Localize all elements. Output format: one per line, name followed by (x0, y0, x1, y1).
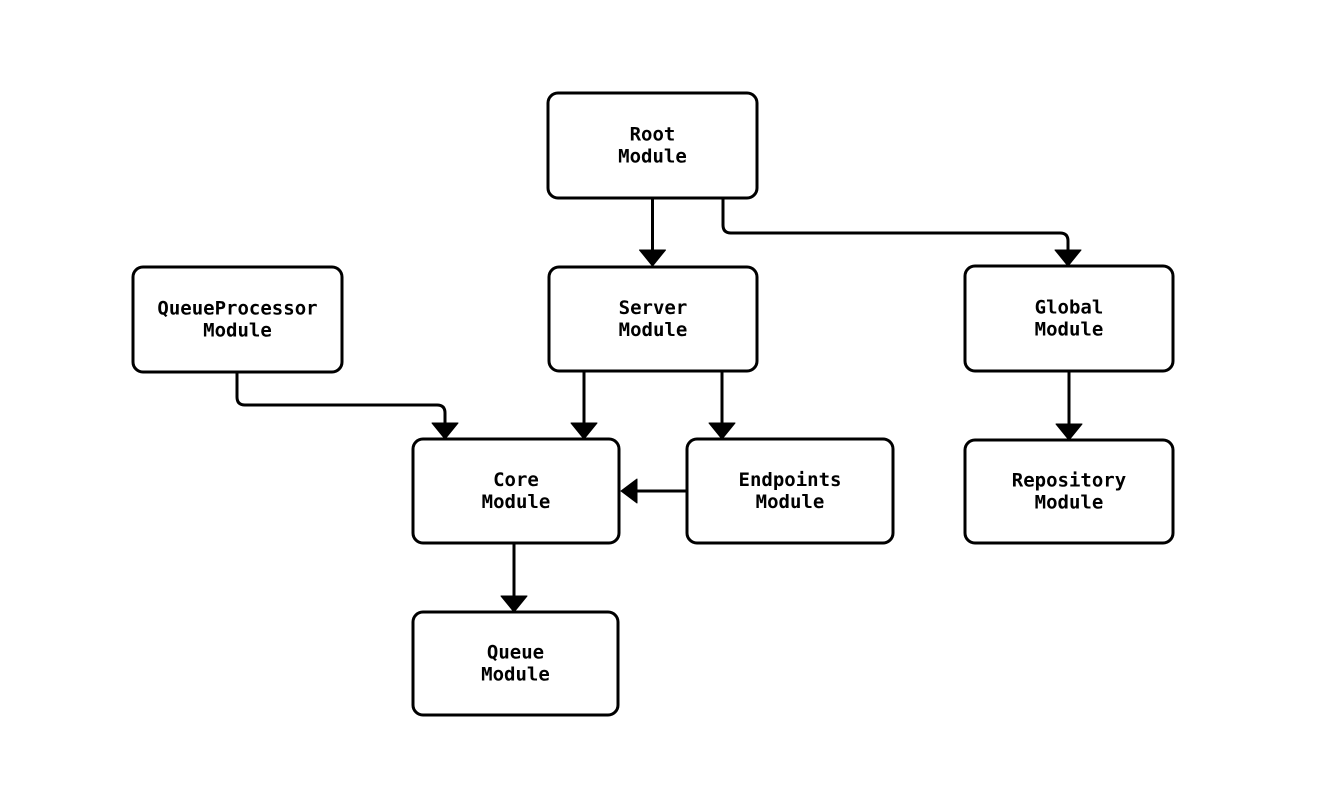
edge-core-to-queue-arrowhead (500, 595, 528, 613)
node-core-module-label-line1: Core (493, 469, 539, 491)
edge-server-to-core-arrowhead (570, 422, 598, 440)
edge-server-to-endpoints-arrowhead (708, 422, 736, 440)
edge-queueprocessor-to-core-line (235, 372, 447, 423)
node-queueprocessor-module-label-line2: Module (203, 320, 272, 342)
edge-queueprocessor-to-core-arrowhead (431, 422, 459, 440)
node-endpoints-module: Endpoints Module (685, 437, 895, 545)
node-queue-module-box (411, 610, 620, 717)
node-endpoints-module-box (685, 437, 895, 545)
node-global-module: Global Module (963, 264, 1175, 373)
node-queue-module-label-line1: Queue (487, 642, 544, 664)
node-root-module-box (546, 91, 759, 200)
edge-core-to-queue (500, 543, 528, 613)
node-endpoints-module-label-line1: Endpoints (739, 469, 842, 491)
node-server-module-label-line1: Server (619, 297, 688, 319)
edge-root-to-server (639, 198, 666, 267)
edge-root-to-global-line (721, 198, 1070, 250)
edge-server-to-core (570, 371, 598, 440)
node-root-module-label-line1: Root (630, 124, 676, 146)
node-repository-module: Repository Module (963, 438, 1175, 545)
edge-server-to-endpoints (708, 371, 736, 440)
node-server-module: Server Module (547, 265, 759, 373)
node-core-module-label-line2: Module (482, 491, 551, 513)
node-server-module-box (547, 265, 759, 373)
node-queue-module-label-line2: Module (481, 664, 550, 686)
node-queueprocessor-module-box (131, 265, 344, 374)
edge-endpoints-to-core-arrowhead (620, 478, 638, 504)
edge-global-to-repository (1055, 371, 1083, 441)
node-server-module-label-line2: Module (619, 319, 688, 341)
node-core-module-box (411, 437, 621, 545)
node-queueprocessor-module-label-line1: QueueProcessor (157, 298, 317, 320)
node-endpoints-module-label-line2: Module (756, 491, 825, 513)
edge-queueprocessor-to-core (235, 372, 459, 440)
node-global-module-label-line1: Global (1035, 297, 1104, 319)
node-repository-module-label-line1: Repository (1012, 470, 1126, 492)
node-global-module-box (963, 264, 1175, 373)
node-repository-module-label-line2: Module (1035, 492, 1104, 514)
edge-root-to-global (721, 198, 1082, 267)
node-core-module: Core Module (411, 437, 621, 545)
edge-endpoints-to-core (620, 478, 687, 504)
node-global-module-label-line2: Module (1035, 319, 1104, 341)
edge-root-to-server-arrowhead (639, 249, 666, 267)
edge-global-to-repository-arrowhead (1055, 423, 1083, 441)
node-root-module: Root Module (546, 91, 759, 200)
node-repository-module-box (963, 438, 1175, 545)
node-root-module-label-line2: Module (618, 146, 687, 168)
node-queueprocessor-module: QueueProcessor Module (131, 265, 344, 374)
edge-root-to-global-arrowhead (1054, 249, 1082, 267)
node-queue-module: Queue Module (411, 610, 620, 717)
